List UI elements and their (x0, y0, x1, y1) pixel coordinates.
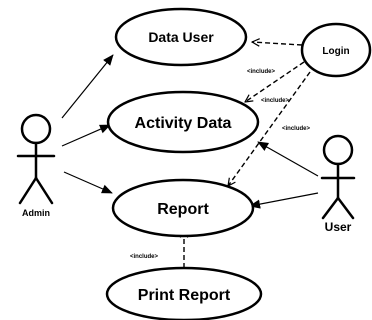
include-label-login-data-user: <include> (247, 69, 276, 75)
use-case-login-label: Login (322, 46, 349, 57)
actor-user: User (320, 134, 356, 234)
admin-head-icon (20, 113, 52, 145)
admin-to-activity-data-line (61, 124, 111, 147)
use-case-report-label: Report (157, 201, 209, 218)
admin-to-report-line (63, 171, 113, 194)
use-case-login: Login (300, 22, 372, 78)
login-include-data-user-line (252, 42, 303, 45)
include-label-print-report: <include> (130, 254, 159, 260)
admin-to-data-user-line (61, 54, 114, 119)
actor-user-label: User (325, 220, 352, 234)
login-include-activity-data-line (245, 61, 305, 102)
use-case-activity-data-label: Activity Data (135, 115, 232, 132)
user-to-activity-data-line (257, 141, 319, 177)
include-label-login-report: <include> (282, 126, 311, 132)
use-case-data-user: Data User (114, 7, 248, 67)
use-case-print-report-label: Print Report (138, 287, 231, 304)
use-case-report: Report (111, 178, 255, 238)
include-label-login-activity: <include> (261, 98, 290, 104)
actor-admin-label: Admin (22, 208, 50, 218)
use-case-print-report: Print Report (105, 266, 263, 320)
use-case-activity-data: Activity Data (106, 90, 260, 154)
use-case-data-user-label: Data User (148, 29, 214, 45)
user-to-report-line (249, 192, 319, 209)
actor-admin: Admin (16, 113, 56, 218)
user-head-icon (322, 134, 354, 166)
